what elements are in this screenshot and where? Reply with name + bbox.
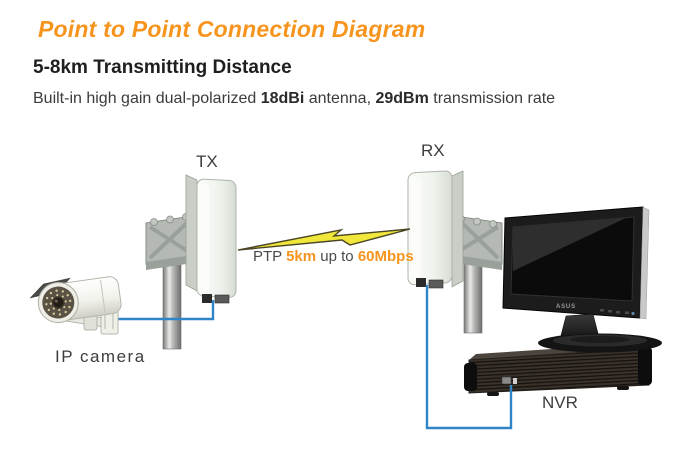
- nvr-foot: [617, 386, 629, 390]
- antenna-gain-value: 18dBi: [260, 90, 305, 107]
- rx-cable-port2: [428, 279, 444, 289]
- monitor-brand-logo: ASUS: [556, 304, 576, 310]
- transmit-power-value: 29dBm: [375, 90, 429, 107]
- rx-radome: [407, 170, 453, 286]
- monitor-side-edge: [639, 206, 650, 320]
- link-caption-middle: up to: [316, 248, 358, 265]
- distance-subtitle: 5-8km Transmitting Distance: [33, 57, 292, 78]
- lightning-bolt-icon: [237, 228, 411, 251]
- nvr-label: NVR: [542, 393, 578, 412]
- feature-description: Built-in high gain dual-polarized 18dBi …: [33, 90, 555, 108]
- camera-lens: [52, 296, 65, 309]
- monitor-buttons: [600, 309, 635, 316]
- monitor-stand-base-inner: [570, 336, 630, 343]
- rx-back-plate: [451, 170, 464, 288]
- tx-cable-port: [202, 294, 212, 303]
- description-text: transmission rate: [428, 90, 556, 107]
- tx-cable-port2: [214, 294, 230, 304]
- nvr-right-handle: [638, 347, 652, 385]
- description-text: Built-in high gain dual-polarized: [33, 90, 261, 107]
- ip-camera: [29, 276, 122, 335]
- camera-lens-glint: [54, 299, 58, 303]
- ip-camera-label: IP camera: [55, 347, 146, 366]
- nvr-led: [513, 378, 517, 384]
- description-text: antenna,: [304, 90, 376, 107]
- tx-label: TX: [196, 152, 218, 171]
- monitor: [502, 206, 662, 353]
- cable-rx-to-nvr: [425, 285, 513, 430]
- link-rate-value: 60Mbps: [357, 248, 414, 265]
- link-caption: PTP 5km up to 60Mbps: [253, 248, 414, 265]
- camera-ir-leds: [45, 289, 72, 316]
- camera-body: [29, 276, 122, 324]
- nvr-port: [501, 376, 512, 385]
- link-distance-value: 5km: [286, 248, 317, 265]
- nvr-left-handle: [464, 363, 477, 391]
- cable-camera-to-tx: [114, 300, 215, 321]
- rx-mount-bracket: [454, 215, 503, 270]
- page-title: Point to Point Connection Diagram: [38, 16, 426, 42]
- monitor-screen-glare: [513, 218, 626, 271]
- nvr-foot: [487, 392, 499, 396]
- rx-label: RX: [421, 141, 445, 160]
- rx-cable-port: [416, 278, 426, 287]
- tx-back-plate: [185, 174, 198, 292]
- tx-radome: [196, 178, 237, 298]
- tx-antenna: [145, 174, 237, 350]
- rx-antenna: [407, 170, 503, 334]
- link-caption-prefix: PTP: [253, 248, 287, 265]
